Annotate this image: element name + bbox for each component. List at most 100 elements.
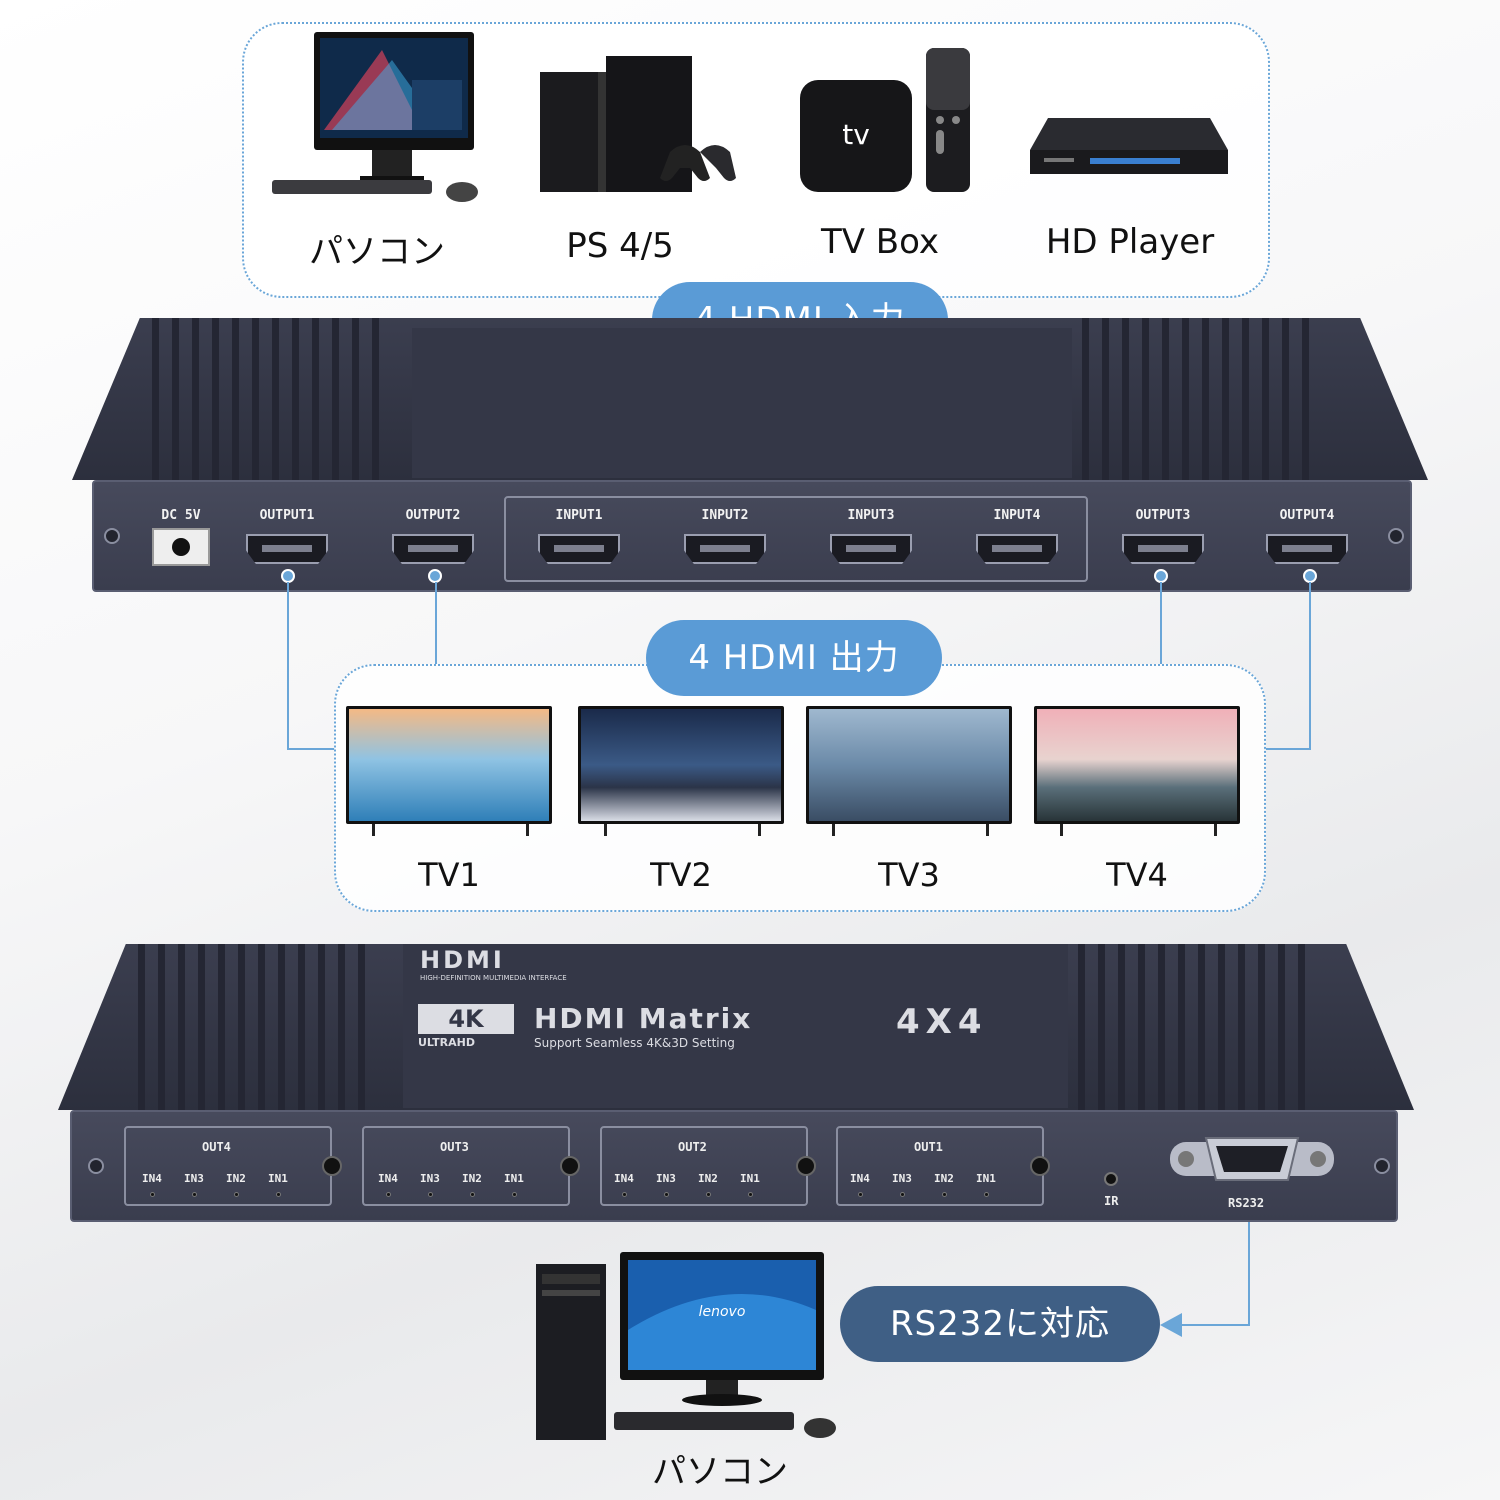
hdmi-port-input3[interactable]: [830, 534, 912, 564]
screw: [1388, 528, 1404, 544]
input-led: [234, 1192, 239, 1197]
connector-dot-output4: [1303, 569, 1317, 583]
screw: [1374, 1158, 1390, 1174]
product-subtitle: Support Seamless 4K&3D Setting: [534, 1036, 735, 1050]
hdmi-port-input1[interactable]: [538, 534, 620, 564]
svg-text:tv: tv: [842, 118, 870, 151]
output-group-out3: [362, 1126, 570, 1206]
source-label-hdplayer: HD Player: [1045, 222, 1215, 262]
rs232-label: RS232: [1228, 1196, 1265, 1210]
tv-label-4: TV4: [1106, 856, 1168, 894]
source-label-ps: PS 4/5: [566, 226, 674, 266]
desktop-pc-icon: [272, 30, 482, 210]
port-label-input2: INPUT2: [701, 508, 749, 523]
select-button-out1[interactable]: [1030, 1156, 1050, 1176]
connector-dot-output2: [428, 569, 442, 583]
tv-label-1: TV1: [418, 856, 480, 894]
group-title-out2: OUT2: [678, 1140, 707, 1154]
led-label: IN2: [934, 1172, 954, 1185]
select-button-out4[interactable]: [322, 1156, 342, 1176]
hdmi-logo-sub: HIGH-DEFINITION MULTIMEDIA INTERFACE: [420, 974, 567, 982]
hdmi-port-output1[interactable]: [246, 534, 328, 564]
led-label: IN1: [268, 1172, 288, 1185]
dc-power-jack[interactable]: [152, 528, 210, 566]
port-label-output4: OUTPUT4: [1279, 508, 1335, 523]
input-led: [276, 1192, 281, 1197]
connector-output1: [287, 582, 289, 750]
matrix-rear-view: DC 5V OUTPUT1 OUTPUT2 INPUT1 INPUT2 INPU…: [72, 318, 1428, 600]
tv-screen-2: [578, 706, 784, 824]
connector-rs232-h: [1176, 1324, 1250, 1326]
hdmi-port-input4[interactable]: [976, 534, 1058, 564]
matrix-front-view: HDMI HIGH-DEFINITION MULTIMEDIA INTERFAC…: [58, 944, 1414, 1226]
input-led: [706, 1192, 711, 1197]
source-label-tvbox: TV Box: [820, 222, 940, 262]
input-led: [386, 1192, 391, 1197]
input-led: [900, 1192, 905, 1197]
rs232-badge: RS232に対応: [840, 1286, 1160, 1362]
input-led: [942, 1192, 947, 1197]
group-title-out4: OUT4: [202, 1140, 231, 1154]
screw: [88, 1158, 104, 1174]
select-button-out3[interactable]: [560, 1156, 580, 1176]
hdmi-port-input2[interactable]: [684, 534, 766, 564]
led-label: IN1: [504, 1172, 524, 1185]
led-label: IN3: [420, 1172, 440, 1185]
input-led: [512, 1192, 517, 1197]
connector-output1-h: [287, 748, 335, 750]
led-label: IN3: [892, 1172, 912, 1185]
tv-leg: [604, 824, 607, 836]
hdmi-port-output3[interactable]: [1122, 534, 1204, 564]
input-led: [984, 1192, 989, 1197]
source-label-pc: パソコン: [309, 232, 445, 272]
led-label: IN1: [976, 1172, 996, 1185]
tv-label-3: TV3: [878, 856, 940, 894]
rs232-port[interactable]: [1170, 1134, 1334, 1184]
led-label: IN2: [462, 1172, 482, 1185]
input-led: [622, 1192, 627, 1197]
input-led: [748, 1192, 753, 1197]
select-button-out2[interactable]: [796, 1156, 816, 1176]
hdmi-port-output2[interactable]: [392, 534, 474, 564]
hdmi-logo: HDMI: [420, 946, 505, 974]
tv-leg: [526, 824, 529, 836]
tv-screen-4: [1034, 706, 1240, 824]
tv-leg: [986, 824, 989, 836]
input-led: [470, 1192, 475, 1197]
port-label-input3: INPUT3: [847, 508, 895, 523]
connector-dot-output1: [281, 569, 295, 583]
4k-badge-sub: ULTRAHD: [418, 1036, 475, 1049]
tv-leg: [758, 824, 761, 836]
hdmi-port-output4[interactable]: [1266, 534, 1348, 564]
model-number: 4X4: [896, 1002, 988, 1042]
port-label-output2: OUTPUT2: [405, 508, 461, 523]
disc-player-icon: [1030, 110, 1230, 180]
screen-logo: lenovo: [699, 1304, 746, 1320]
connector-output2: [435, 582, 437, 664]
led-label: IN2: [226, 1172, 246, 1185]
input-led: [150, 1192, 155, 1197]
output-group-out4: [124, 1126, 332, 1206]
ir-sensor: [1104, 1172, 1118, 1186]
input-led: [428, 1192, 433, 1197]
connector-dot-output3: [1154, 569, 1168, 583]
port-label-output3: OUTPUT3: [1135, 508, 1191, 523]
led-label: IN3: [184, 1172, 204, 1185]
group-title-out3: OUT3: [440, 1140, 469, 1154]
tv-leg: [1060, 824, 1063, 836]
tv-leg: [832, 824, 835, 836]
led-label: IN3: [656, 1172, 676, 1185]
led-label: IN4: [142, 1172, 162, 1185]
connector-output4: [1309, 582, 1311, 750]
connector-output4-h: [1264, 748, 1311, 750]
port-label-output1: OUTPUT1: [259, 508, 315, 523]
tv-leg: [372, 824, 375, 836]
screw: [104, 528, 120, 544]
connector-rs232: [1248, 1222, 1250, 1326]
group-title-out1: OUT1: [914, 1140, 943, 1154]
arrow-left-icon: [1160, 1313, 1182, 1337]
input-led: [664, 1192, 669, 1197]
output-group-out2: [600, 1126, 808, 1206]
led-label: IN4: [378, 1172, 398, 1185]
led-label: IN1: [740, 1172, 760, 1185]
